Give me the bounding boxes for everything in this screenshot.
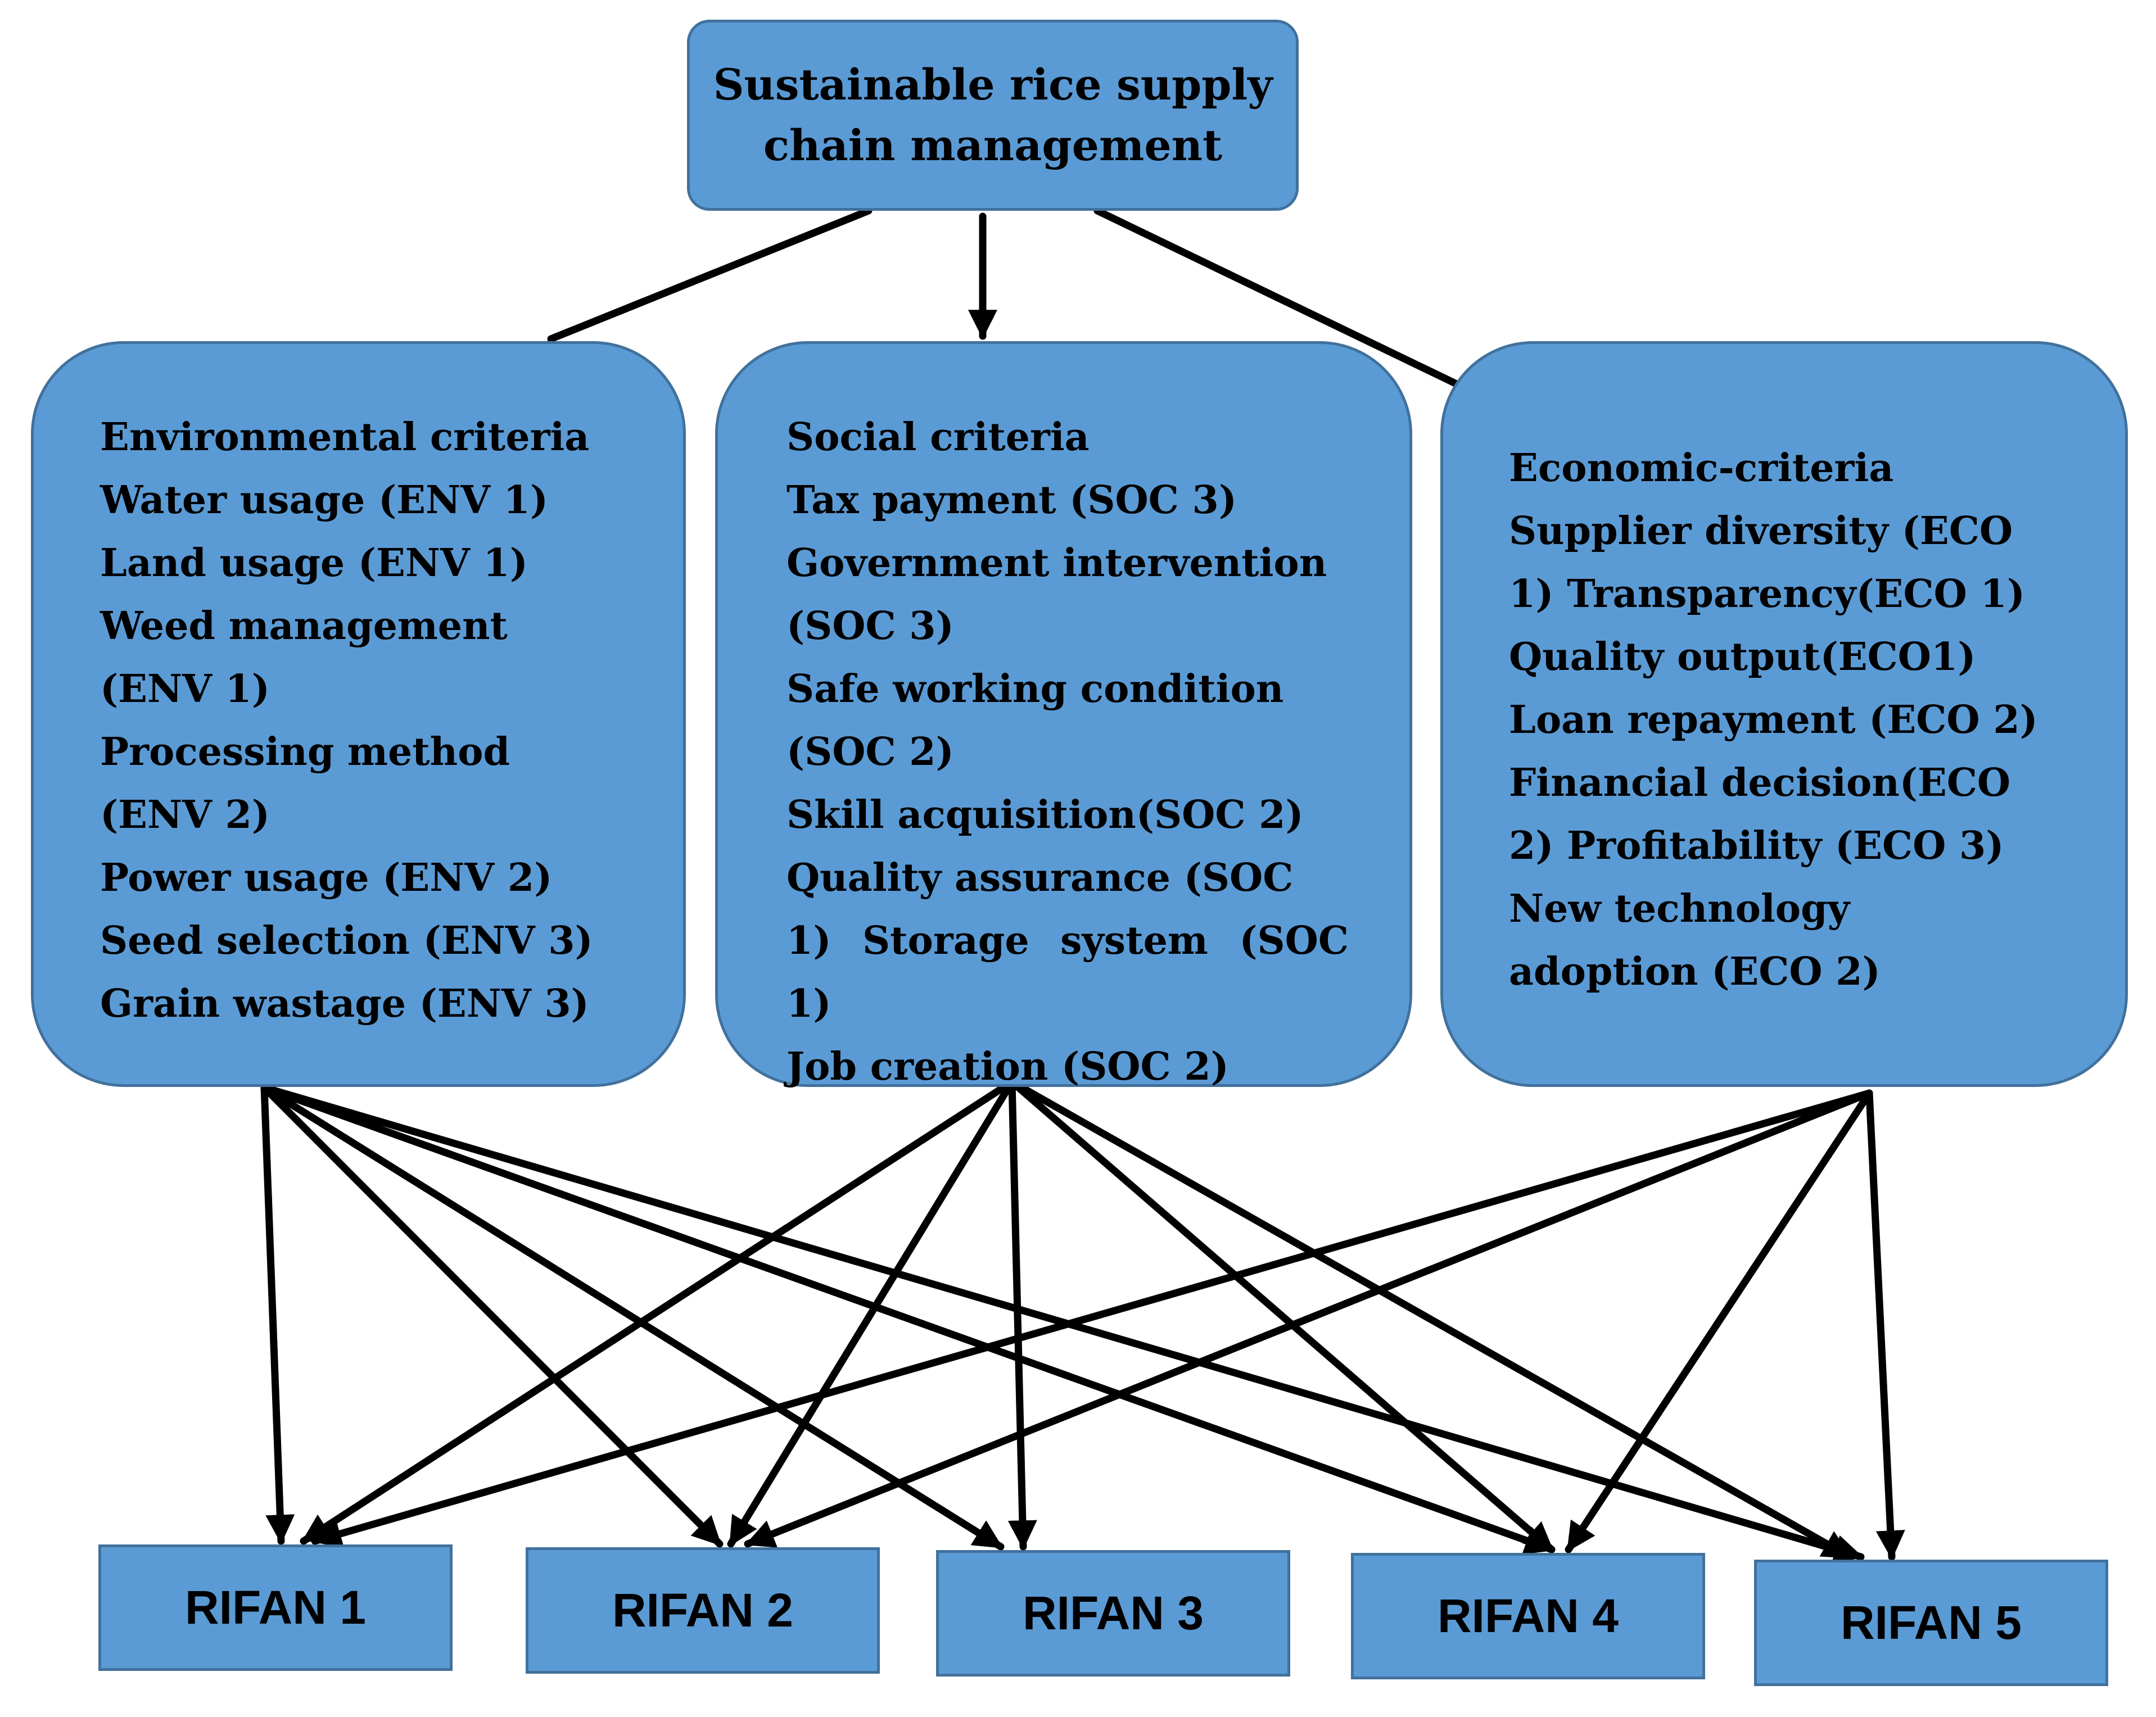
rifan-5-box: RIFAN 5 [1754, 1560, 2108, 1686]
rifan-3-box: RIFAN 3 [936, 1550, 1290, 1677]
environmental-criteria-box: Environmental criteria Water usage (ENV … [31, 341, 686, 1087]
edge-env-rifan-4 [260, 1084, 1556, 1555]
edge-eco-rifan-2 [744, 1089, 1873, 1548]
soc-line: Government intervention [787, 541, 1327, 586]
edge-root-eco [1093, 207, 1468, 392]
eco-line: adoption (ECO 2) [1509, 949, 1881, 994]
rifan-3-label: RIFAN 3 [1022, 1587, 1204, 1639]
soc-line: 1) Storage system (SOC 1) [787, 918, 1349, 1026]
rifan-2-box: RIFAN 2 [526, 1547, 880, 1674]
soc-line: Tax payment (SOC 3) [787, 478, 1237, 523]
root-node-sustainable-rice-supply-chain: Sustainable rice supply chain management [687, 20, 1299, 211]
edge-env-rifan-3 [260, 1084, 1005, 1551]
soc-line: Quality assurance (SOC [787, 855, 1294, 900]
edge-env-rifan-2 [260, 1084, 724, 1548]
edge-root-env [547, 207, 873, 343]
env-line: Power usage (ENV 2) [100, 855, 553, 900]
eco-line: Supplier diversity (ECO [1509, 509, 2013, 554]
eco-line: 2) Profitability (ECO 3) [1509, 823, 2004, 868]
edge-soc-rifan-3 [1007, 1078, 1037, 1551]
edge-eco-rifan-5 [1865, 1089, 1905, 1561]
env-line: Processing method [100, 730, 510, 774]
edge-soc-rifan-1 [300, 1078, 1016, 1545]
rifan-5-label: RIFAN 5 [1840, 1596, 2022, 1649]
edge-soc-rifan-4 [1008, 1078, 1556, 1553]
rifan-1-box: RIFAN 1 [98, 1544, 453, 1671]
edge-soc-rifan-2 [727, 1078, 1016, 1548]
env-line: Grain wastage (ENV 3) [100, 981, 589, 1026]
social-criteria-box: Social criteria Tax payment (SOC 3) Gove… [715, 341, 1412, 1089]
env-line: Weed management [100, 604, 508, 649]
soc-heading: Social criteria [787, 415, 1090, 460]
env-line: Seed selection (ENV 3) [100, 918, 593, 963]
env-line: Land usage (ENV 1) [100, 541, 528, 586]
eco-line: New technology [1509, 886, 1850, 931]
soc-line: Job creation (SOC 2) [787, 1044, 1229, 1089]
edge-env-rifan-1 [260, 1084, 295, 1545]
eco-line: Quality output(ECO1) [1509, 635, 1976, 679]
rifan-1-label: RIFAN 1 [184, 1581, 367, 1634]
rifan-4-box: RIFAN 4 [1351, 1553, 1705, 1679]
env-line: (ENV 1) [100, 667, 270, 712]
soc-line: (SOC 3) [787, 604, 954, 649]
soc-line: Skill acquisition(SOC 2) [787, 792, 1304, 837]
env-line: (ENV 2) [100, 792, 270, 837]
economic-criteria-box: Economic-criteria Supplier diversity (EC… [1440, 341, 2128, 1087]
rifan-2-label: RIFAN 2 [612, 1584, 794, 1637]
rifan-4-label: RIFAN 4 [1437, 1589, 1619, 1642]
edge-eco-rifan-1 [311, 1089, 1873, 1548]
eco-line: 1) Transparency(ECO 1) [1509, 572, 2025, 617]
eco-line: Loan repayment (ECO 2) [1509, 697, 2038, 742]
env-line: Water usage (ENV 1) [100, 478, 549, 523]
root-title-line-1: Sustainable rice supply [713, 60, 1273, 110]
root-title-line-2: chain management [763, 120, 1223, 170]
eco-heading: Economic-criteria [1509, 446, 1894, 491]
edge-eco-rifan-4 [1565, 1089, 1873, 1553]
edge-soc-rifan-5 [1008, 1078, 1854, 1561]
soc-line: Safe working condition [787, 667, 1284, 712]
env-heading: Environmental criteria [100, 415, 590, 460]
soc-line: (SOC 2) [787, 730, 954, 774]
eco-line: Financial decision(ECO [1509, 760, 2011, 805]
